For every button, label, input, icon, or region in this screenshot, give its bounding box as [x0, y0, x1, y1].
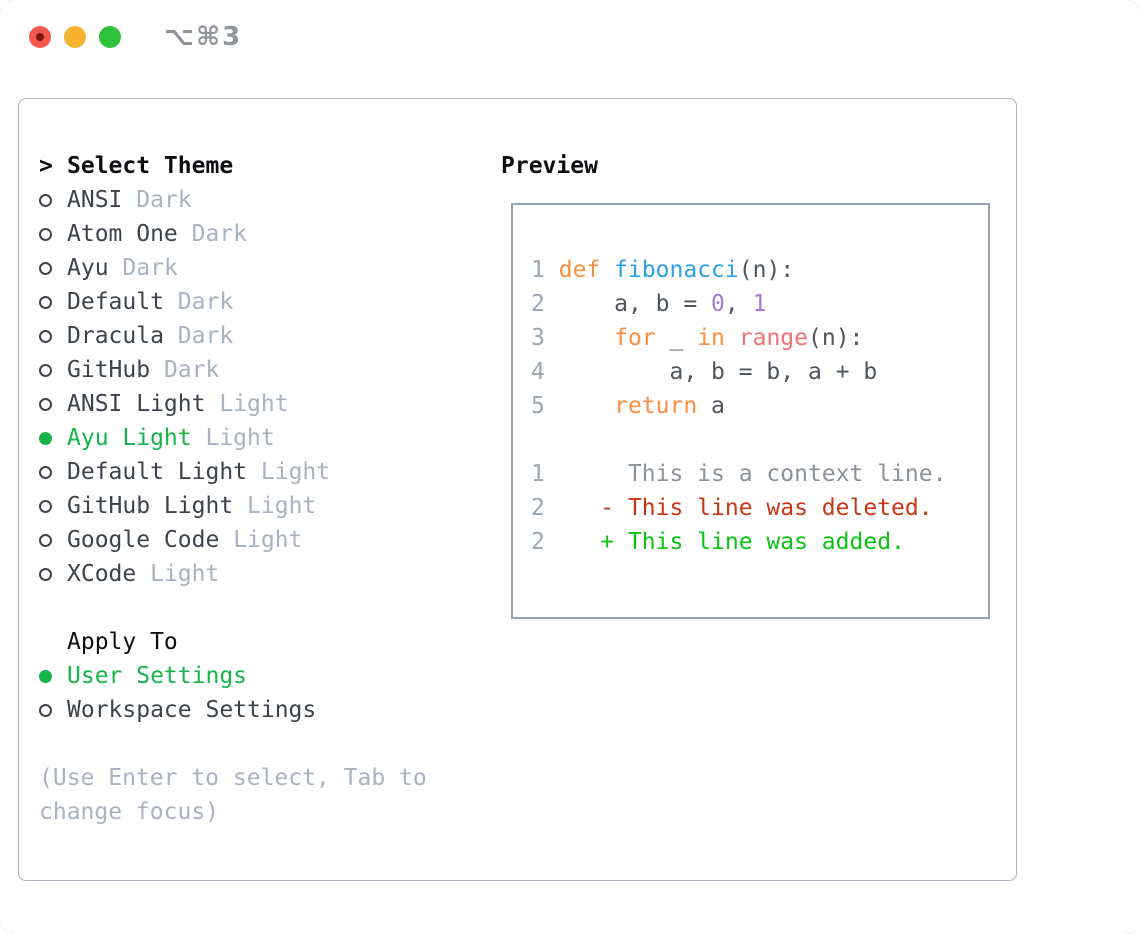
line-number: 1: [531, 257, 545, 283]
code-line-4: 4 a, b = b, a + b: [531, 359, 878, 385]
line-number: 2: [531, 529, 545, 555]
close-button-icon[interactable]: [29, 26, 51, 48]
line-number: 2: [531, 495, 545, 521]
blank-line: [531, 423, 988, 457]
line-number: 3: [531, 325, 545, 351]
diff-deleted-line: 2 - This line was deleted.: [531, 491, 988, 525]
diff-context-text: This is a context line.: [544, 461, 947, 487]
theme-item-ayu-light[interactable]: Ayu Light Light: [39, 421, 483, 455]
radio-off-icon: [39, 194, 52, 207]
apply-to-header: Apply To: [67, 629, 178, 655]
number-token: 1: [752, 291, 767, 317]
line-number: 5: [531, 393, 545, 419]
radio-on-icon: [39, 432, 52, 445]
theme-variant: Light: [205, 425, 275, 451]
theme-list: > Select Theme ANSI Dark Atom One Dark Ay…: [39, 149, 483, 829]
code-line-3: 3 for _ in range(n):: [531, 325, 864, 351]
theme-variant: Dark: [136, 187, 192, 213]
theme-variant: Dark: [177, 323, 234, 349]
theme-variant: Dark: [122, 255, 178, 281]
theme-item-atom-one-dark[interactable]: Atom One Dark: [39, 217, 483, 251]
window-title: ⌥⌘3: [164, 22, 243, 52]
keyword-token: in: [697, 325, 725, 351]
radio-off-icon: [39, 262, 52, 275]
theme-variant: Light: [247, 493, 317, 519]
theme-item-default-dark[interactable]: Default Dark: [39, 285, 483, 319]
code-line-1: 1 def fibonacci(n):: [531, 257, 795, 283]
radio-off-icon: [39, 228, 52, 241]
apply-item-user-settings[interactable]: User Settings: [39, 659, 483, 693]
radio-on-icon: [39, 670, 52, 683]
keyword-token: return: [614, 393, 698, 419]
theme-variant: Dark: [191, 221, 248, 247]
line-number: 2: [531, 291, 545, 317]
keyword-token: def: [558, 257, 601, 283]
radio-off-icon: [39, 296, 52, 309]
radio-off-icon: [39, 364, 52, 377]
builtin-token: range: [738, 325, 809, 351]
theme-variant: Dark: [163, 357, 220, 383]
theme-item-dracula-dark[interactable]: Dracula Dark: [39, 319, 483, 353]
radio-off-icon: [39, 704, 52, 717]
line-number: 4: [531, 359, 545, 385]
help-text: (Use Enter to select, Tab to change focu…: [39, 765, 427, 825]
apply-item-workspace-settings[interactable]: Workspace Settings: [39, 693, 483, 727]
diff-context-line: 1 This is a context line.: [531, 457, 988, 491]
diff-added-text: + This line was added.: [544, 529, 905, 555]
theme-list-title: Select Theme: [67, 153, 234, 179]
theme-variant: Light: [219, 391, 289, 417]
code-line-5: 5 return a: [531, 393, 725, 419]
number-token: 0: [711, 291, 725, 317]
theme-variant: Light: [233, 527, 303, 553]
theme-variant: Light: [150, 561, 220, 587]
spacer: [39, 591, 483, 625]
diff-deleted-text: - This line was deleted.: [544, 495, 933, 521]
radio-off-icon: [39, 466, 52, 479]
theme-variant: Dark: [177, 289, 234, 315]
minimize-button-icon[interactable]: [64, 26, 86, 48]
theme-list-header: > Select Theme: [39, 149, 483, 183]
theme-item-default-light[interactable]: Default Light Light: [39, 455, 483, 489]
radio-off-icon: [39, 534, 52, 547]
prompt-icon: >: [39, 153, 53, 179]
zoom-button-icon[interactable]: [99, 26, 121, 48]
theme-item-github-dark[interactable]: GitHub Dark: [39, 353, 483, 387]
theme-item-google-code-light[interactable]: Google Code Light: [39, 523, 483, 557]
preview-title: Preview: [501, 153, 598, 179]
function-token: fibonacci: [614, 257, 739, 283]
theme-selector-panel: > Select Theme ANSI Dark Atom One Dark Ay…: [18, 98, 1017, 881]
theme-item-ansi-dark[interactable]: ANSI Dark: [39, 183, 483, 217]
radio-off-icon: [39, 500, 52, 513]
theme-item-xcode-light[interactable]: XCode Light: [39, 557, 483, 591]
theme-item-ayu-dark[interactable]: Ayu Dark: [39, 251, 483, 285]
theme-item-github-light[interactable]: GitHub Light Light: [39, 489, 483, 523]
keyword-token: for: [614, 325, 656, 351]
diff-added-line: 2 + This line was added.: [531, 525, 988, 559]
radio-off-icon: [39, 398, 52, 411]
line-number: 1: [531, 461, 545, 487]
radio-off-icon: [39, 330, 52, 343]
theme-variant: Light: [260, 459, 331, 485]
theme-item-ansi-light[interactable]: ANSI Light Light: [39, 387, 483, 421]
code-line-2: 2 a, b = 0, 1: [531, 291, 767, 317]
radio-off-icon: [39, 568, 52, 581]
preview-pane: 1 def fibonacci(n): 2 a, b = 0, 1 3 for …: [511, 203, 990, 619]
title-bar: ⌥⌘3: [0, 0, 1140, 74]
